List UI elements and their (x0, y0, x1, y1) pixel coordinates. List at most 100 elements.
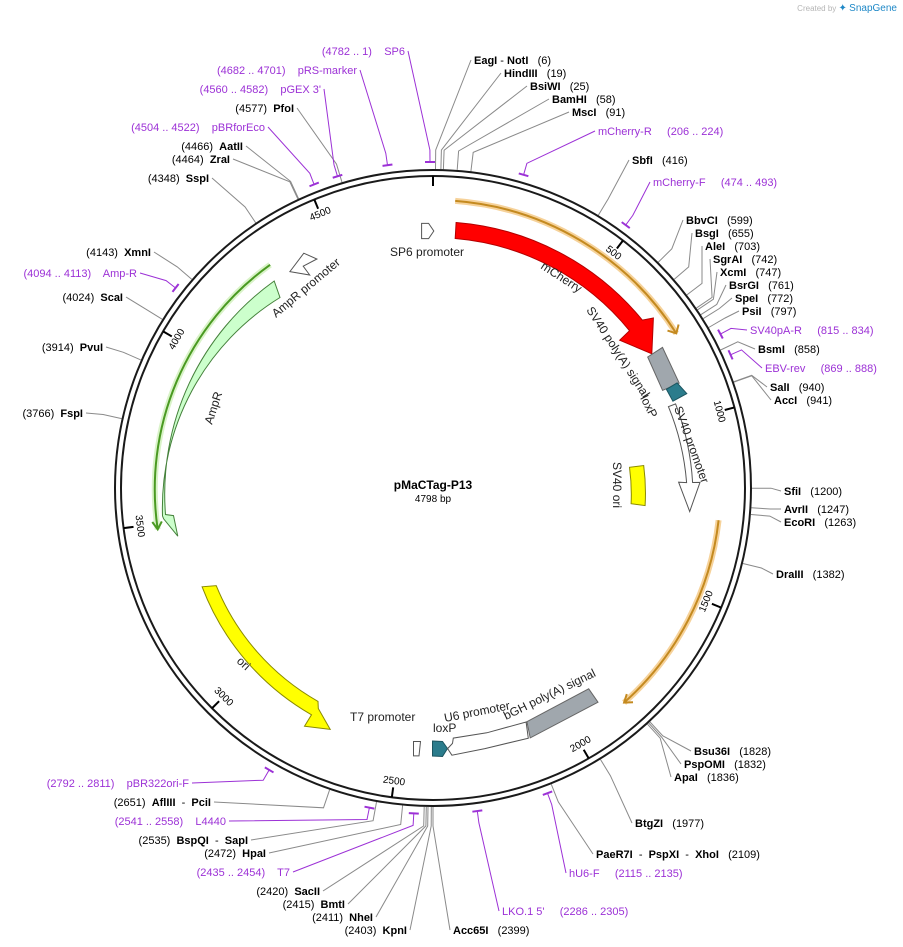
credit-prefix: Created by (797, 4, 837, 13)
primer-connector (476, 810, 500, 912)
orf-arrow (623, 520, 720, 704)
sp6-promoter-feature[interactable] (421, 222, 435, 240)
scale-tick-label: 2500 (382, 775, 406, 789)
enzyme-label: (2651) AflIII - PciI (114, 797, 211, 809)
scale-tick-label: 3500 (132, 514, 146, 538)
primer-label: mCherry-R (206 .. 224) (598, 126, 723, 138)
enzyme-label: (4464) ZraI (172, 154, 230, 166)
mcherry-orf-arrowhead (667, 324, 680, 335)
sv40-promoter-feature[interactable] (667, 403, 701, 513)
bgh-polya-feature[interactable] (526, 688, 599, 739)
sv40-polya-feature[interactable] (647, 346, 680, 392)
scale-tick-mark (123, 525, 134, 530)
primer-label: LKO.1 5' (2286 .. 2305) (502, 906, 628, 918)
primer-label: (2792 .. 2811) pBR322ori-F (47, 778, 190, 790)
enzyme-connector (211, 177, 257, 224)
enzyme-label: (3914) PvuI (42, 342, 103, 354)
loxp-feature-2[interactable] (432, 740, 449, 758)
enzyme-label: (2403) KpnI (345, 925, 407, 937)
primer-label: EBV-rev (869 .. 888) (765, 363, 877, 375)
loxp-feature-1[interactable] (665, 382, 688, 402)
enzyme-label: PsiI (797) (742, 306, 796, 318)
primer-connector (407, 50, 431, 163)
t7-promoter-feature[interactable] (413, 741, 422, 757)
ori-feature[interactable] (201, 585, 332, 731)
primer-connector (139, 272, 176, 289)
enzyme-connector (85, 412, 122, 420)
enzyme-connector (647, 723, 672, 778)
enzyme-connector (347, 806, 427, 905)
enzyme-label: (4024) ScaI (62, 292, 123, 304)
enzyme-label: BsiWI (25) (530, 81, 589, 93)
enzyme-label: BsgI (655) (695, 228, 754, 240)
enzyme-label: (4143) XmnI (86, 247, 151, 259)
enzyme-label: (2420) SacII (256, 886, 320, 898)
enzyme-label: (4577) PfoI (235, 103, 294, 115)
enzyme-connector (322, 806, 425, 892)
enzyme-connector (597, 159, 630, 216)
enzyme-label: AccI (941) (774, 395, 832, 407)
enzyme-label: BamHI (58) (552, 94, 616, 106)
enzyme-connector (442, 85, 528, 170)
loxp-label-2: loxP (433, 721, 456, 735)
enzyme-label: XcmI (747) (720, 267, 781, 279)
enzyme-connector (375, 806, 429, 918)
enzyme-connector (432, 807, 451, 931)
primer-site-mark (309, 181, 320, 188)
enzyme-label: BsmI (858) (758, 344, 820, 356)
enzyme-connector (245, 145, 300, 199)
enzyme-label: (4466) AatII (181, 141, 243, 153)
enzyme-label: (2415) BmtI (283, 899, 345, 911)
enzyme-connector (268, 805, 404, 854)
scale-tick-label: 4000 (167, 327, 188, 352)
enzyme-label: (2535) BspQI - SapI (139, 835, 248, 847)
primer-site-mark (518, 172, 529, 178)
primer-connector (191, 769, 270, 784)
sv40-ori-feature[interactable] (628, 464, 646, 507)
scale-tick-mark (313, 199, 320, 210)
enzyme-connector (697, 271, 718, 311)
primer-connector (625, 181, 651, 226)
primer-connector (720, 327, 748, 335)
enzyme-label: Acc65I (2399) (453, 925, 529, 937)
enzyme-label: SpeI (772) (735, 293, 793, 305)
orf-arrowhead (622, 693, 634, 704)
snapgene-logo: ✦ (838, 3, 847, 14)
scale-tick-mark (390, 787, 395, 798)
enzyme-connector (105, 346, 142, 361)
primer-site-mark (542, 790, 553, 796)
enzyme-connector (733, 375, 772, 401)
scale-tick-label: 1000 (711, 399, 727, 424)
enzyme-label: (2411) NheI (312, 912, 373, 924)
ampr-feature[interactable] (161, 280, 281, 537)
mcherry-feature[interactable] (454, 221, 654, 355)
primer-site-mark (382, 163, 393, 167)
primer-connector (292, 813, 415, 873)
enzyme-connector (657, 219, 684, 263)
enzyme-connector (153, 251, 193, 280)
primer-label: (4560 .. 4582) pGEX 3' (200, 84, 321, 96)
primer-marks (171, 160, 734, 815)
primer-label: (4682 .. 4701) pRS-marker (217, 65, 357, 77)
enzyme-label: (2472) HpaI (204, 848, 266, 860)
enzyme-connector (435, 59, 472, 170)
sv40-polya-label: SV40 poly(A) signal (583, 304, 652, 400)
primer-connector (228, 807, 370, 822)
primer-connector (323, 88, 338, 177)
primer-site-mark (408, 812, 419, 815)
enzyme-connector (752, 487, 782, 492)
primer-connector (267, 126, 315, 185)
enzyme-label: BbvCI (599) (686, 215, 753, 227)
primer-label: (4504 .. 4522) pBRforEco (131, 122, 265, 134)
u6-promoter-feature[interactable] (446, 721, 529, 756)
scale-tick-label: 4500 (308, 205, 333, 224)
enzyme-connector (456, 98, 550, 170)
enzyme-label: EcoRI (1263) (784, 517, 856, 529)
scale-tick-mark (211, 700, 220, 709)
enzyme-connector (700, 284, 727, 316)
sv40-ori-label: SV40 ori (610, 462, 624, 508)
enzyme-connector (600, 759, 633, 824)
enzyme-connector (686, 246, 703, 296)
enzyme-label: Bsu36I (1828) (694, 746, 771, 758)
ampr-promoter-feature[interactable] (289, 252, 319, 276)
